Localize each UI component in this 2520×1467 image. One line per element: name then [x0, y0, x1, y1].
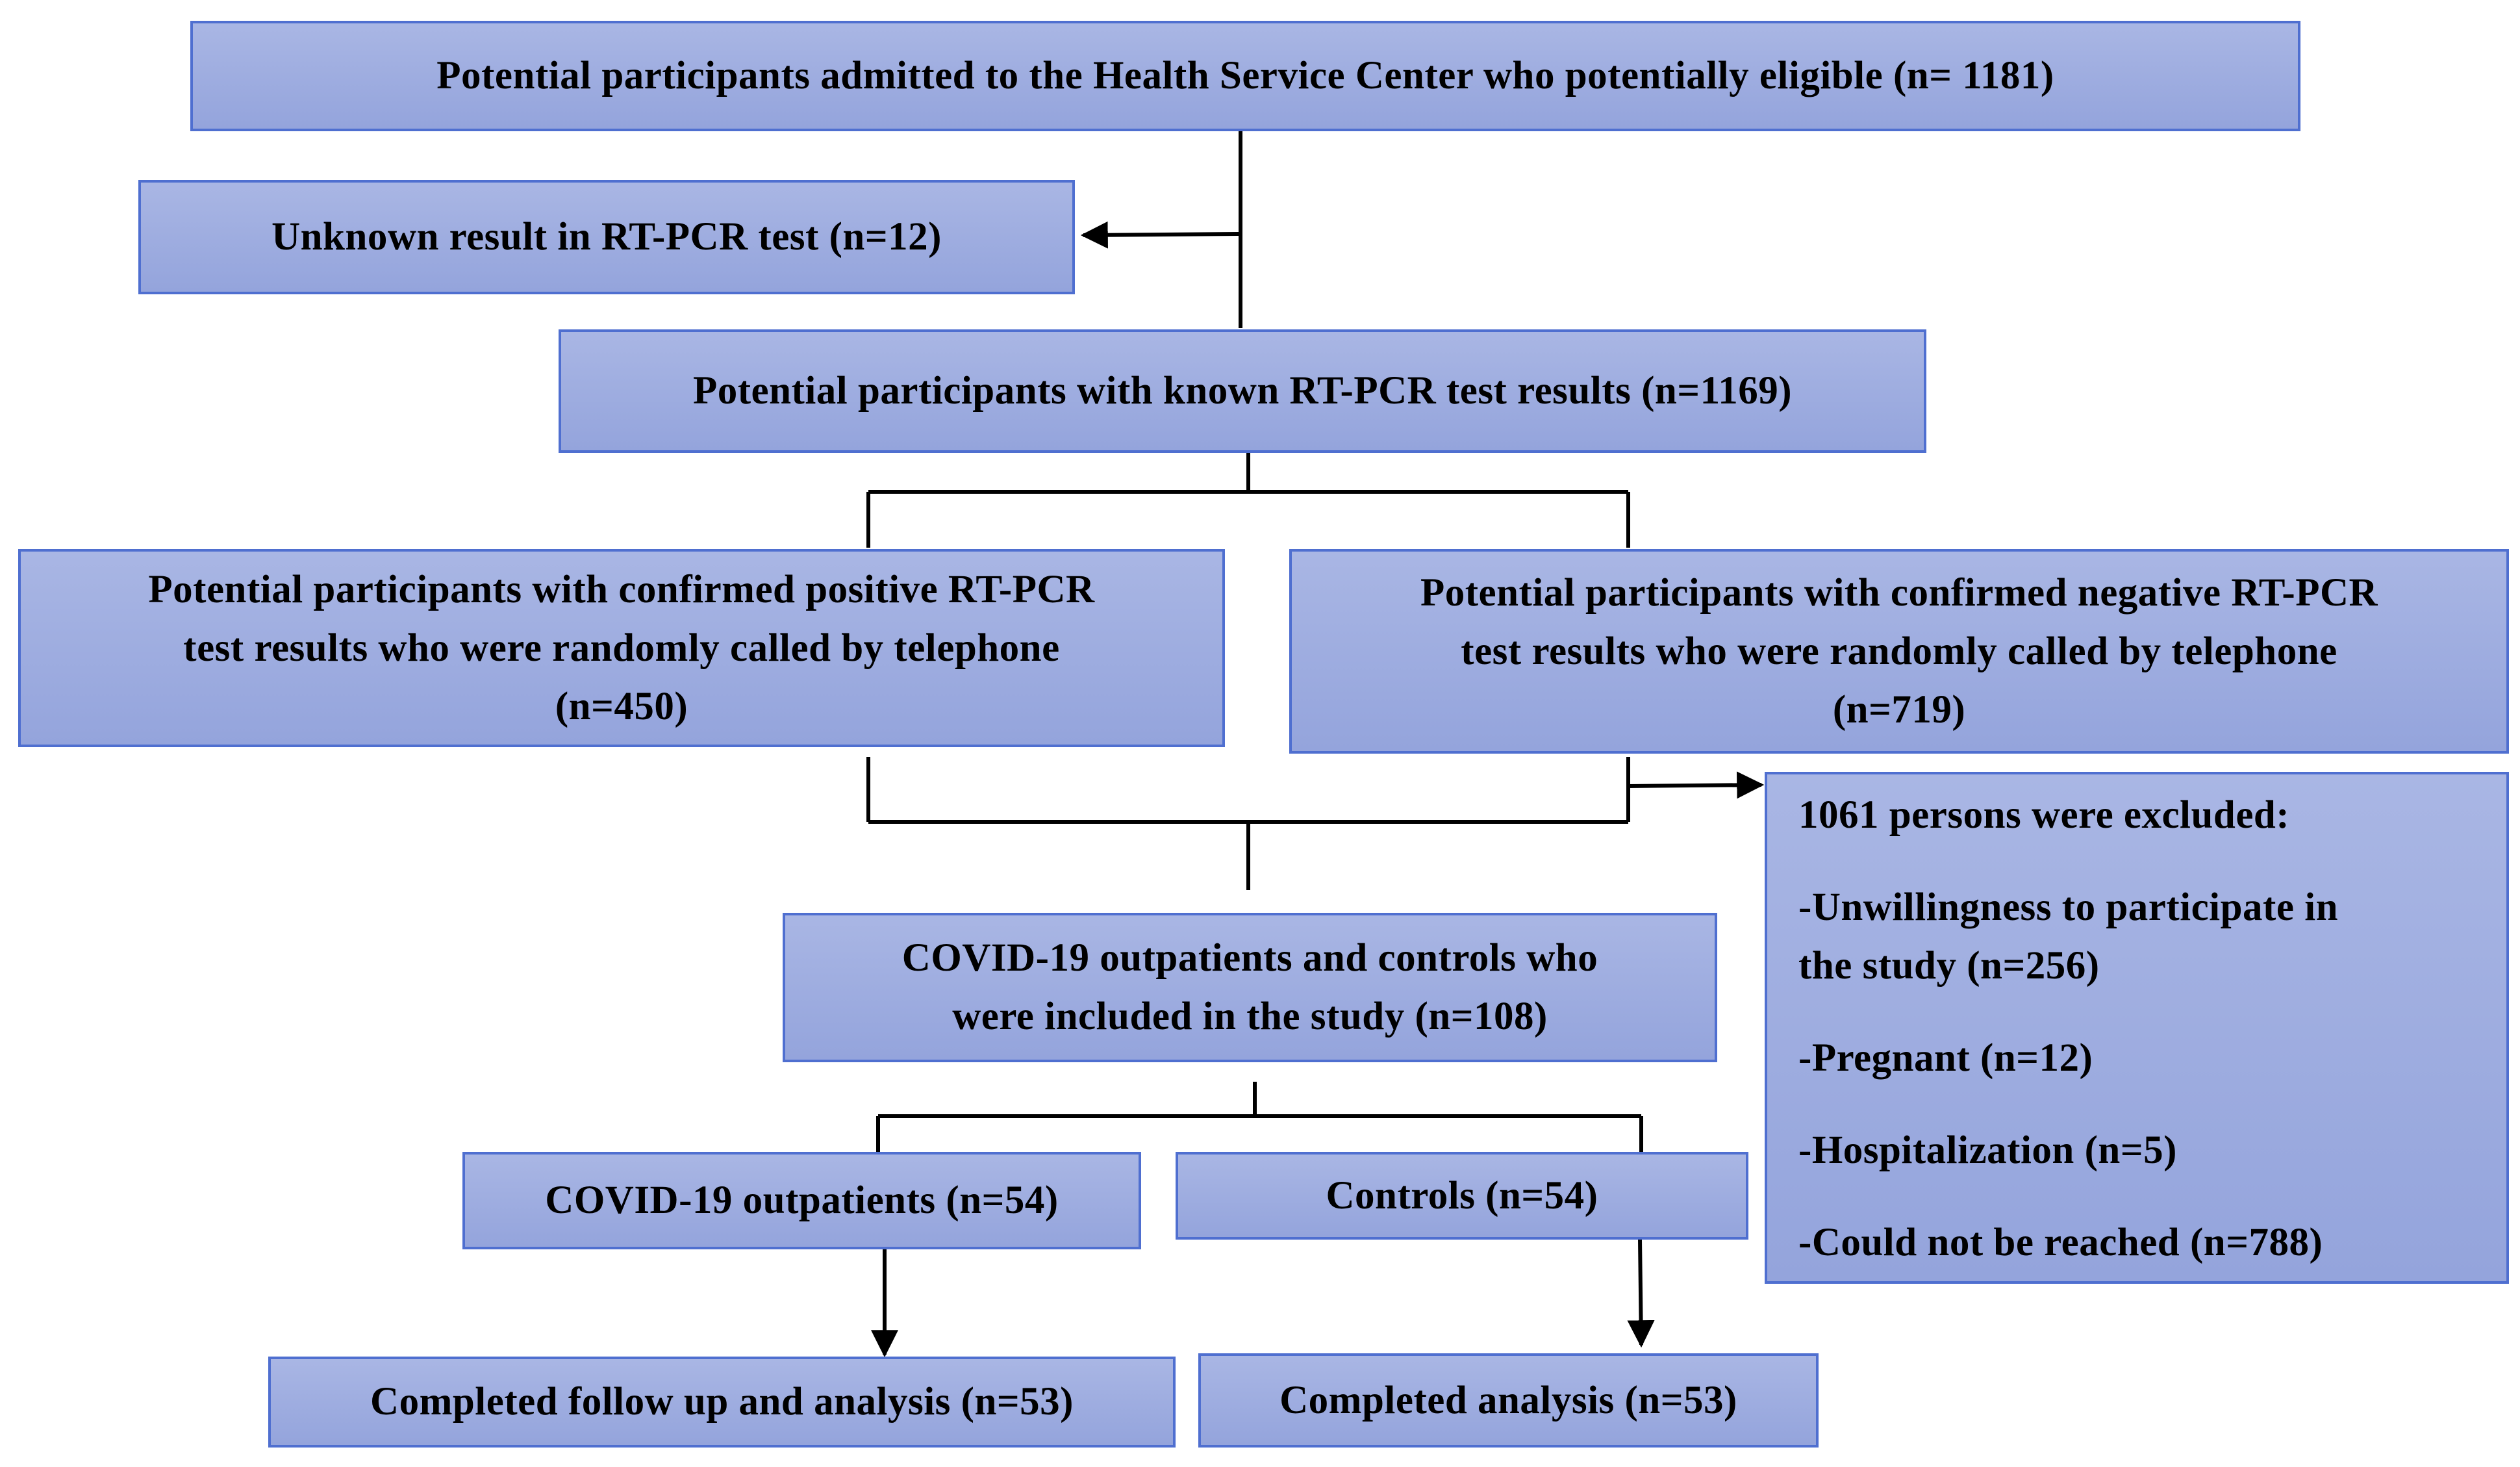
controls-box: Controls (n=54) [1176, 1152, 1748, 1240]
eligible-text: Potential participants admitted to the H… [436, 54, 2054, 97]
positive-line-2: test results who were randomly called by… [183, 626, 1060, 670]
negative-box: Potential participants with confirmed ne… [1289, 549, 2509, 754]
included-box: COVID-19 outpatients and controls who we… [783, 913, 1717, 1062]
negative-line-2: test results who were randomly called by… [1461, 629, 2337, 673]
positive-line-1: Potential participants with confirmed po… [148, 567, 1095, 611]
negative-line-1: Potential participants with confirmed ne… [1420, 570, 2378, 615]
arrow-to-completed-analysis [1627, 1239, 1655, 1348]
excluded-reason-hospitalization: -Hospitalization (n=5) [1798, 1129, 2177, 1172]
completed-followup-text: Completed follow up and analysis (n=53) [370, 1380, 1074, 1423]
positive-box: Potential participants with confirmed po… [18, 549, 1225, 747]
excluded-reason-not-reached: -Could not be reached (n=788) [1798, 1221, 2323, 1264]
outpatients-text: COVID-19 outpatients (n=54) [545, 1179, 1059, 1222]
excluded-reason-unwillingness-line-2: the study (n=256) [1798, 944, 2100, 988]
excluded-box: 1061 persons were excluded: -Unwillingne… [1765, 772, 2509, 1284]
included-line-2: were included in the study (n=108) [952, 995, 1548, 1038]
completed-analysis-box: Completed analysis (n=53) [1198, 1353, 1819, 1448]
known-results-box: Potential participants with known RT-PCR… [559, 329, 1926, 453]
negative-line-3: (n=719) [1832, 687, 1966, 732]
unknown-result-text: Unknown result in RT-PCR test (n=12) [271, 215, 942, 259]
arrow-to-excluded [1628, 771, 1765, 799]
controls-text: Controls (n=54) [1326, 1173, 1598, 1218]
arrow-to-unknown [1080, 221, 1241, 249]
excluded-title: 1061 persons were excluded: [1798, 793, 2290, 837]
excluded-reason-unwillingness-line-1: -Unwillingness to participate in [1798, 886, 2339, 929]
unknown-result-box: Unknown result in RT-PCR test (n=12) [138, 180, 1075, 294]
known-results-text: Potential participants with known RT-PCR… [692, 369, 1793, 413]
completed-analysis-text: Completed analysis (n=53) [1279, 1378, 1737, 1422]
included-line-1: COVID-19 outpatients and controls who [901, 936, 1598, 980]
eligible-box: Potential participants admitted to the H… [190, 21, 2300, 131]
excluded-reason-pregnant: -Pregnant (n=12) [1798, 1036, 2093, 1080]
outpatients-box: COVID-19 outpatients (n=54) [462, 1152, 1141, 1249]
positive-line-3: (n=450) [555, 684, 688, 728]
completed-followup-box: Completed follow up and analysis (n=53) [268, 1357, 1176, 1448]
